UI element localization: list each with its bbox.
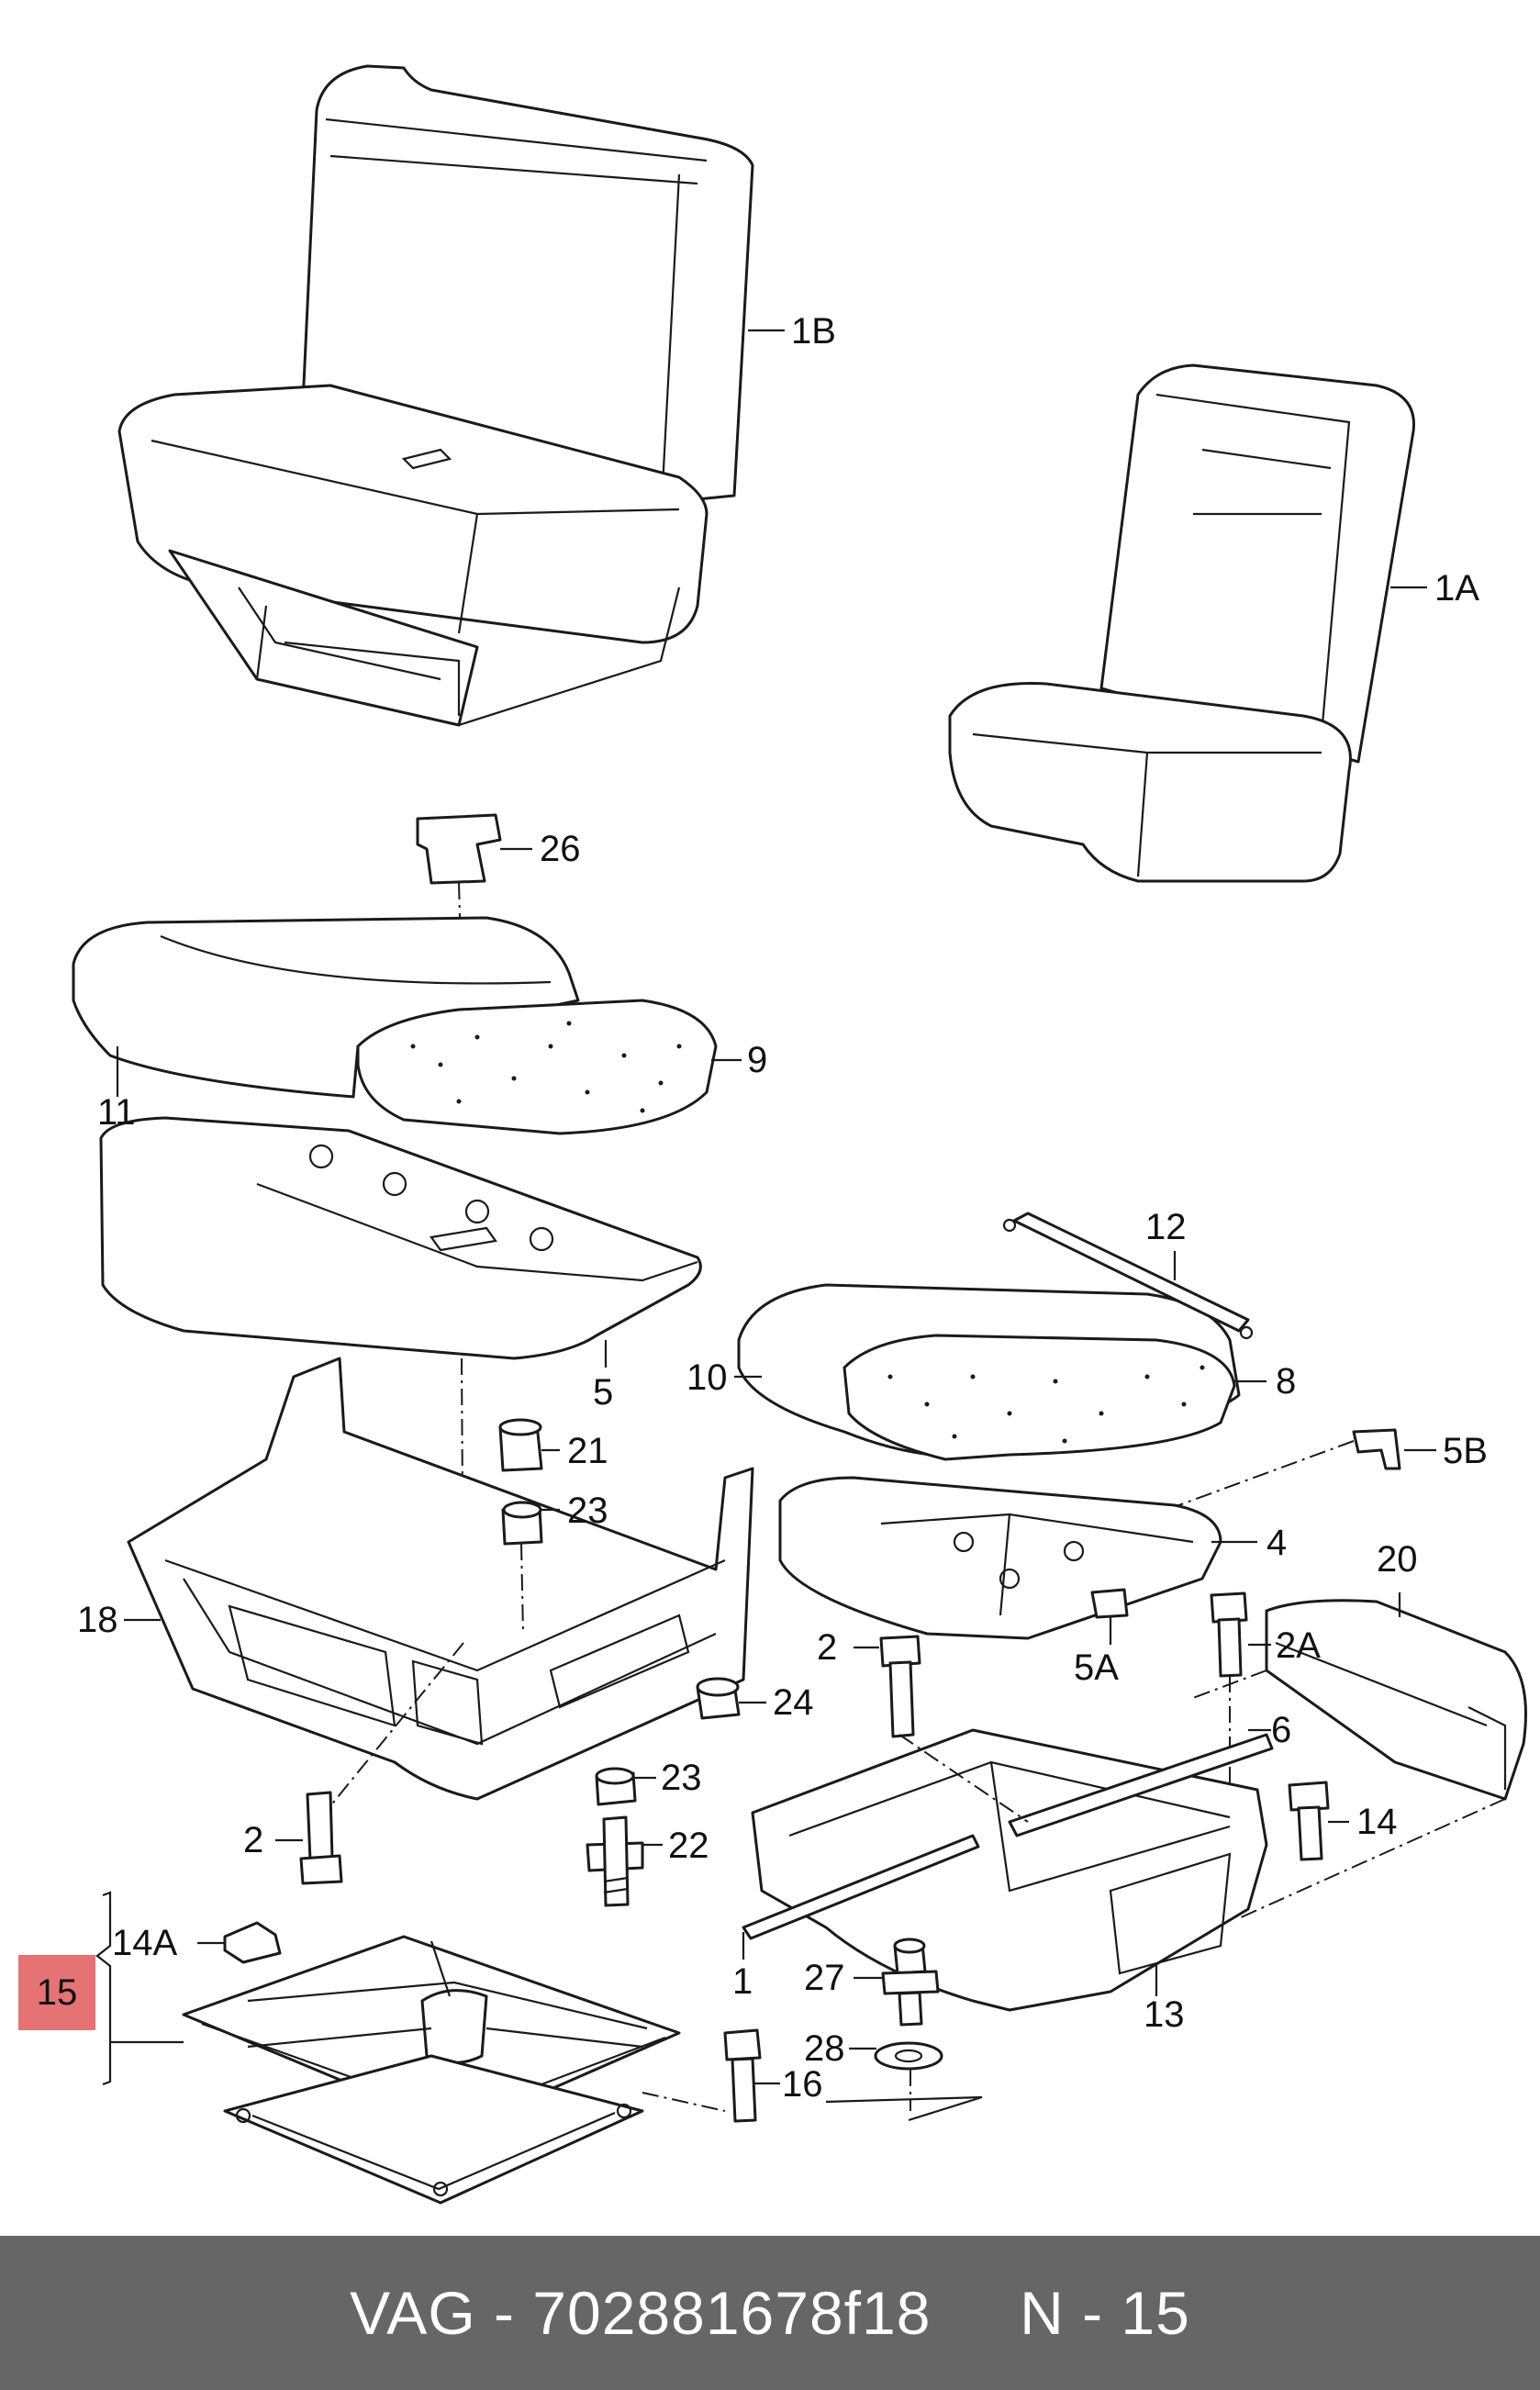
bolt-14 xyxy=(1288,1781,1330,1861)
highlighted-callout-15[interactable]: 15 xyxy=(18,1955,95,2030)
buffer-21-23 xyxy=(498,1418,543,1635)
cushion-cover-11-foam-9 xyxy=(72,916,718,1135)
part-number-caption: VAG - 702881678f18 N - 15 xyxy=(350,2279,1190,2347)
callout-22: 22 xyxy=(668,1826,709,1866)
callout-16: 16 xyxy=(782,2064,823,2105)
callout-23-lower: 23 xyxy=(661,1758,702,1798)
callout-1a: 1A xyxy=(1434,568,1479,609)
callout-14: 14 xyxy=(1356,1802,1398,1842)
callout-labels: 1B 1A 26 9 11 5 12 10 8 5B 21 23 4 20 18… xyxy=(77,311,1488,2105)
footer-bar: VAG - 702881678f18 N - 15 xyxy=(0,2236,1540,2390)
callout-11: 11 xyxy=(97,1092,136,1133)
callout-8: 8 xyxy=(1276,1361,1296,1402)
callout-5: 5 xyxy=(593,1372,613,1413)
callout-23-upper: 23 xyxy=(567,1491,608,1531)
callout-18: 18 xyxy=(77,1600,118,1640)
parts-diagram: 1B 1A 26 9 11 5 12 10 8 5B 21 23 4 20 18… xyxy=(72,64,1527,2205)
callout-15-label: 15 xyxy=(36,1971,78,2013)
callout-6: 6 xyxy=(1271,1710,1291,1750)
bench-seat-1b xyxy=(117,64,754,727)
bolt-2-left xyxy=(299,1791,343,1885)
callout-10: 10 xyxy=(686,1357,728,1398)
callout-2-right: 2 xyxy=(817,1627,837,1668)
callout-9: 9 xyxy=(747,1040,767,1080)
leader-lines xyxy=(110,329,1436,2085)
single-seat-1a xyxy=(948,363,1415,883)
callout-27: 27 xyxy=(804,1958,845,1998)
callout-28: 28 xyxy=(804,2028,845,2069)
frame-13-rails-6-1 xyxy=(742,1728,1274,2012)
nut-24-buffer-23-bolt-22 xyxy=(586,1677,741,1907)
callout-1b: 1B xyxy=(791,311,836,352)
cushion-pan-4 xyxy=(778,1476,1222,1640)
callout-1: 1 xyxy=(732,1961,753,2002)
clip-5b xyxy=(1128,1428,1401,1524)
bolts-2-2a-right xyxy=(879,1591,1248,1799)
callout-5a: 5A xyxy=(1074,1647,1119,1688)
callout-13: 13 xyxy=(1144,1994,1185,2035)
callout-26: 26 xyxy=(540,829,581,869)
callout-2-left: 2 xyxy=(243,1820,263,1860)
bolt-27-washer-28 xyxy=(825,1938,983,2122)
callout-2a: 2A xyxy=(1276,1625,1321,1666)
callout-14a: 14A xyxy=(112,1923,177,1963)
callout-21: 21 xyxy=(567,1431,608,1471)
callout-24: 24 xyxy=(773,1682,814,1723)
wire-rod-12 xyxy=(1002,1212,1254,1340)
callout-5b: 5B xyxy=(1443,1431,1488,1471)
callout-12: 12 xyxy=(1145,1207,1187,1247)
callout-4: 4 xyxy=(1267,1523,1287,1563)
callout-20: 20 xyxy=(1377,1539,1418,1580)
seat-frame-18 xyxy=(127,1357,754,1818)
swivel-base-15 xyxy=(95,1891,762,2205)
cushion-pan-5 xyxy=(99,1116,702,1644)
cushion-10-foam-8 xyxy=(737,1283,1241,1461)
